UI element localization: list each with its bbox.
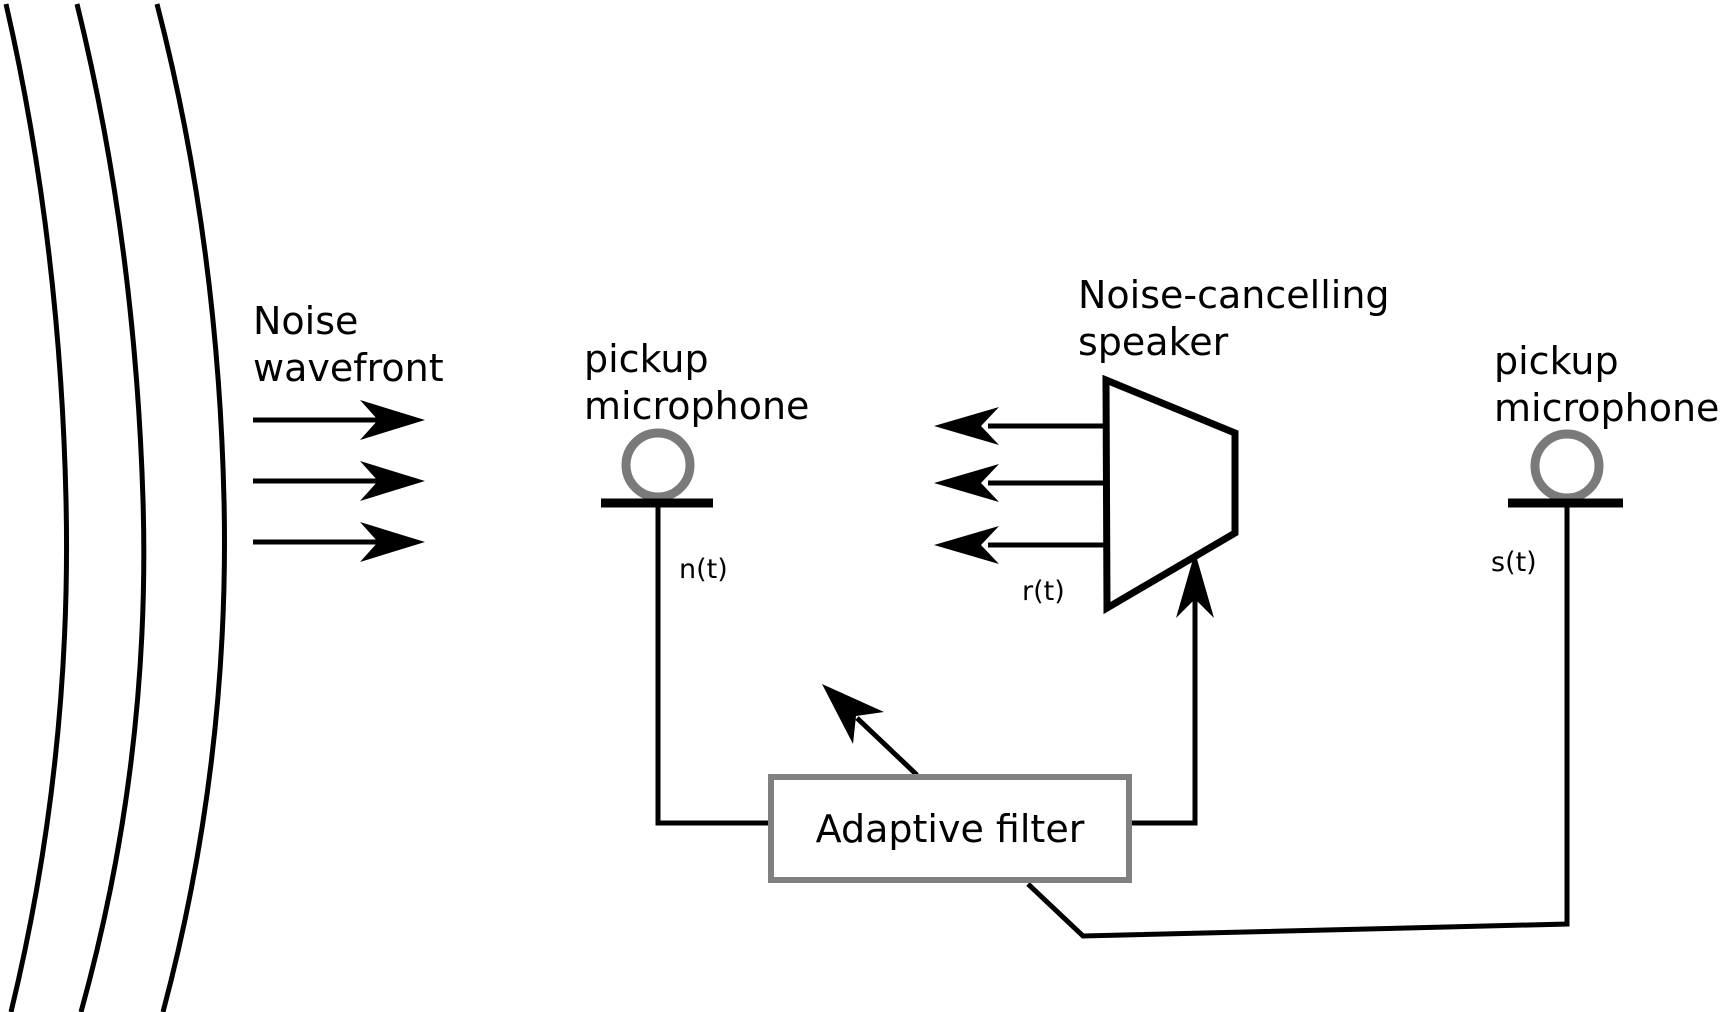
right-arrowhead-icon <box>360 522 425 562</box>
left-arrowhead-icon <box>934 407 999 445</box>
noise-wavefront-label-line1: Noise <box>253 299 359 343</box>
noise-wavefront-label: Noise wavefront <box>253 298 444 392</box>
right-mic-label-line2: microphone <box>1494 386 1720 430</box>
left-mic-label-line2: microphone <box>584 384 810 428</box>
signal-n-label: n(t) <box>679 554 728 585</box>
adaptive-filter-box: Adaptive filter <box>768 774 1132 883</box>
filter-to-speaker-wire <box>1132 599 1198 826</box>
left-mic-label: pickup microphone <box>584 336 809 430</box>
left-mic-label-line1: pickup <box>584 337 709 381</box>
noise-wavefront-label-line2: wavefront <box>253 346 444 390</box>
right-microphone-icon <box>1026 429 1623 939</box>
speaker-label-line2: speaker <box>1078 320 1229 364</box>
left-microphone-icon <box>601 428 768 826</box>
wavefront-arc <box>154 3 227 1012</box>
diagonal-arrow-shaft <box>855 716 919 777</box>
mic-circle-icon <box>621 428 695 502</box>
diagonal-arrowhead-icon <box>822 684 884 744</box>
adaptation-arrow <box>822 684 919 777</box>
mic-circle-icon <box>1530 429 1604 503</box>
speaker-label-line1: Noise-cancelling <box>1078 273 1390 317</box>
adaptive-filter-label: Adaptive filter <box>815 806 1085 851</box>
signal-s-label: s(t) <box>1491 547 1537 578</box>
speaker-label: Noise-cancelling speaker <box>1078 272 1390 366</box>
wavefront-arc <box>3 3 70 1012</box>
filter-to-speaker-arrow <box>1132 552 1214 826</box>
right-mic-to-filter-wire <box>1026 503 1570 939</box>
right-arrowhead-icon <box>360 461 425 501</box>
speaker-horn-icon <box>1102 374 1239 615</box>
up-arrowhead-icon <box>1176 552 1214 618</box>
signal-r-label: r(t) <box>1022 576 1065 607</box>
left-arrowhead-icon <box>934 526 999 564</box>
left-mic-to-filter-wire <box>655 503 768 826</box>
wavefront-arc <box>74 3 147 1012</box>
noise-wavefront-arcs <box>3 3 227 1012</box>
right-mic-label: pickup microphone <box>1494 338 1719 432</box>
right-arrowhead-icon <box>360 400 425 440</box>
speaker-icon <box>934 374 1239 615</box>
noise-direction-arrows <box>253 400 425 562</box>
right-mic-label-line1: pickup <box>1494 339 1619 383</box>
left-arrowhead-icon <box>934 464 999 502</box>
